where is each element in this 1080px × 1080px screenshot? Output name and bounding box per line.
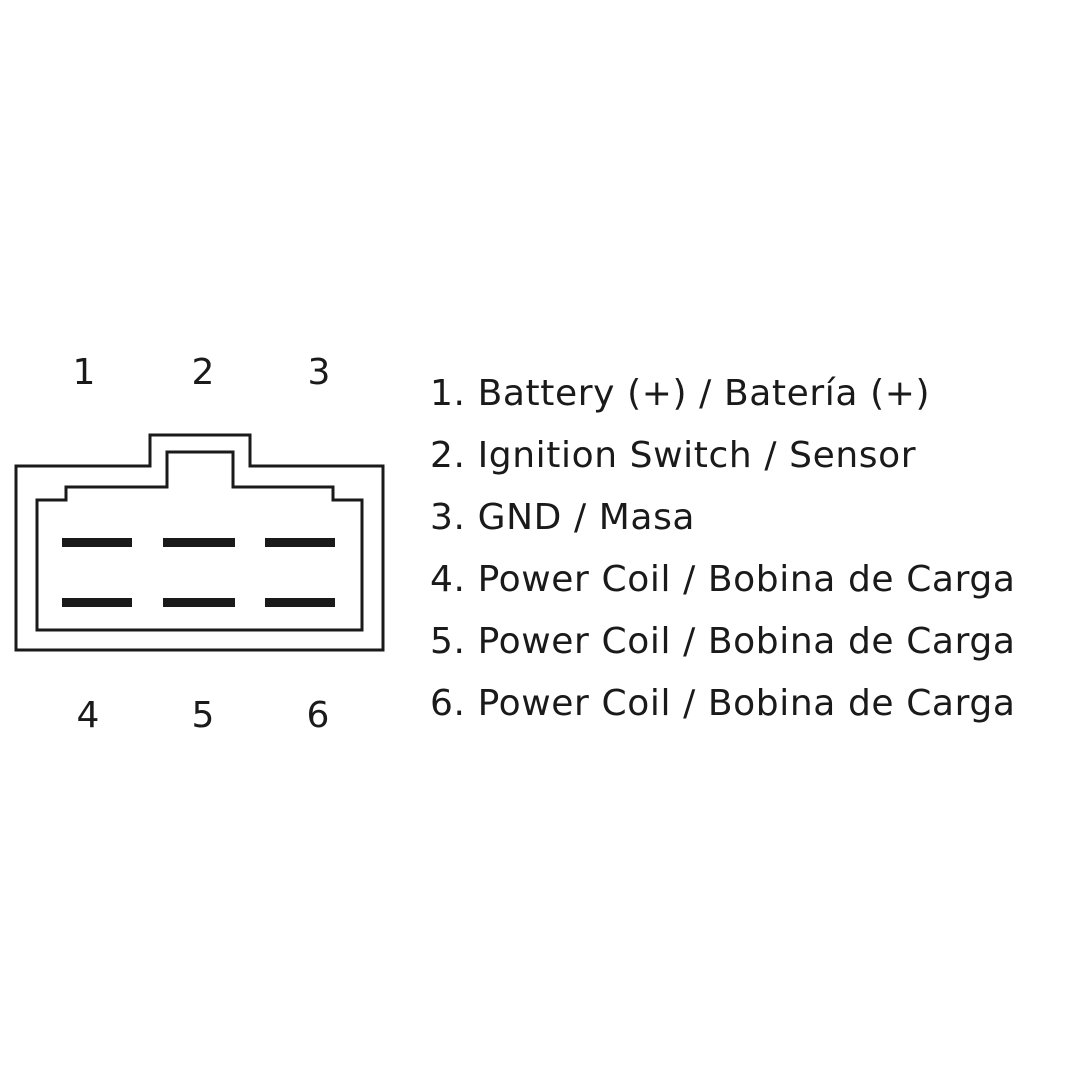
terminal-1 [62,538,132,547]
pin-label-5: 5 [191,695,215,736]
legend-item-3: 3. GND / Masa [430,497,696,538]
connector-inner-outline [35,450,364,632]
terminal-2 [163,538,235,547]
terminal-5 [163,598,235,607]
terminal-6 [265,598,335,607]
pin-label-2: 2 [191,352,215,393]
terminal-3 [265,538,335,547]
pin-legend: 1. Battery (+) / Batería (+) 2. Ignition… [430,368,1015,740]
legend-item-5: 5. Power Coil / Bobina de Carga [430,621,1016,662]
connector-outer-outline [14,433,385,652]
pin-label-3: 3 [307,352,331,393]
pin-label-6: 6 [306,695,330,736]
legend-item-2: 2. Ignition Switch / Sensor [430,435,917,476]
connector-housing [14,433,385,652]
legend-item-6: 6. Power Coil / Bobina de Carga [430,683,1016,724]
pin-label-1: 1 [72,352,96,393]
pin-label-4: 4 [76,695,100,736]
legend-item-4: 4. Power Coil / Bobina de Carga [430,559,1016,600]
terminal-4 [62,598,132,607]
legend-item-1: 1. Battery (+) / Batería (+) [430,373,931,414]
